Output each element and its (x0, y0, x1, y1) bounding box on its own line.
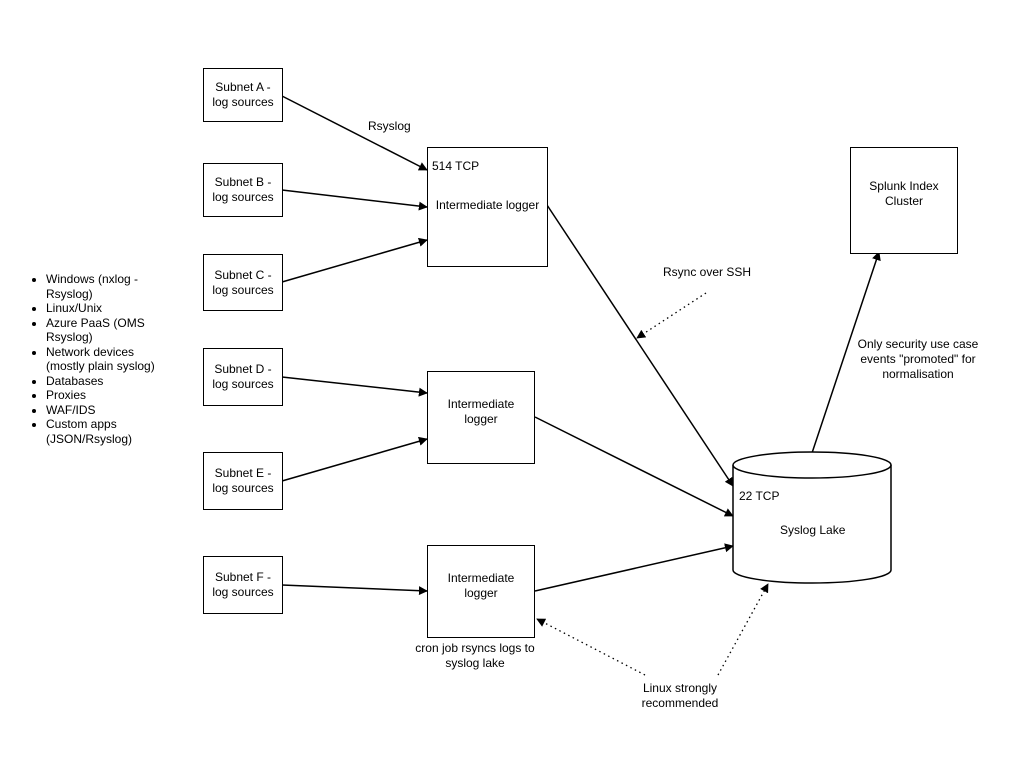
intermediate-logger-bottom-label-2: logger (464, 585, 498, 600)
list-item-line: Databases (46, 373, 104, 388)
subnet-e-label-1: Subnet E - (214, 466, 272, 480)
port-22-tcp-label: 22 TCP (739, 489, 780, 503)
note-cron-job: cron job rsyncs logs to syslog lake (410, 641, 540, 671)
subnet-c-box: Subnet C -log sources (203, 254, 283, 311)
subnet-f-label-1: Subnet F - (214, 570, 272, 584)
subnet-c-label-2: log sources (212, 282, 274, 297)
list-item: Custom apps(JSON/Rsyslog) (46, 417, 176, 446)
edge-subnet-c-to-logger (281, 237, 428, 283)
list-item: Databases (46, 374, 176, 389)
list-item-line: (JSON/Rsyslog) (46, 431, 133, 446)
edge-label-rsync-over-ssh: Rsync over SSH (663, 265, 752, 279)
list-item-line: Azure PaaS (OMS (46, 315, 145, 330)
list-item-line: Rsyslog) (46, 330, 93, 344)
list-item-line: Custom apps (46, 417, 117, 431)
splunk-label-2: Cluster (884, 193, 923, 208)
subnet-f-label-2: log sources (212, 585, 274, 599)
promoted-line-3: normalisation (882, 367, 954, 381)
edge-label-promoted: Only security use case events "promoted"… (852, 337, 984, 382)
edge-middle-logger-to-lake (534, 416, 734, 517)
subnet-e-box: Subnet E -log sources (203, 452, 283, 510)
log-source-types-list: Windows (nxlog -Rsyslog) Linux/Unix Azur… (30, 272, 176, 446)
subnet-a-label-1: Subnet A - (215, 80, 271, 94)
list-item: WAF/IDS (46, 403, 176, 418)
edge-subnet-a-to-logger (281, 95, 428, 171)
cron-line-1: cron job rsyncs logs to (415, 641, 535, 655)
edge-subnet-e-to-logger (281, 436, 428, 482)
note-linux-to-lake-pointer (717, 583, 769, 676)
subnet-d-label-2: log sources (212, 377, 274, 391)
note-linux-to-logger-pointer (536, 618, 646, 676)
list-item-line: WAF/IDS (46, 402, 96, 417)
subnet-c-label-1: Subnet C - (214, 267, 272, 282)
splunk-label-1: Splunk Index (869, 178, 939, 193)
syslog-lake-cylinder (732, 451, 892, 584)
subnet-a-box: Subnet A -log sources (203, 68, 283, 122)
intermediate-logger-middle-label-2: logger (464, 411, 498, 426)
port-514-tcp-label: 514 TCP (432, 159, 480, 173)
subnet-b-label-1: Subnet B - (214, 175, 272, 189)
list-item: Windows (nxlog -Rsyslog) (46, 272, 176, 301)
note-rsync-pointer (636, 292, 707, 339)
linux-line-1: Linux strongly (642, 681, 718, 695)
intermediate-logger-top-label: Intermediate logger (435, 197, 540, 212)
note-linux-recommended: Linux strongly recommended (625, 681, 735, 711)
list-item-line: Network devices (46, 344, 135, 359)
list-item-line: Linux/Unix (46, 301, 103, 315)
subnet-d-label-1: Subnet D - (214, 362, 272, 376)
edge-top-logger-to-lake (546, 204, 734, 487)
subnet-a-label-2: log sources (212, 95, 274, 109)
intermediate-logger-bottom-label-1: Intermediate (447, 570, 515, 585)
linux-line-2: recommended (641, 696, 719, 710)
edge-subnet-f-to-logger (281, 584, 428, 596)
list-item-line: Proxies (46, 388, 87, 402)
syslog-lake-label: Syslog Lake (780, 523, 846, 537)
edge-subnet-d-to-logger (281, 376, 428, 397)
promoted-line-1: Only security use case (857, 337, 979, 351)
edge-lake-to-splunk (811, 251, 881, 454)
subnet-e-label-2: log sources (212, 481, 274, 495)
cron-line-2: syslog lake (445, 656, 505, 670)
list-item: Proxies (46, 388, 176, 403)
list-item: Network devices(mostly plain syslog) (46, 345, 176, 374)
subnet-f-box: Subnet F -log sources (203, 556, 283, 614)
edge-label-rsyslog: Rsyslog (368, 119, 411, 133)
promoted-line-2: events "promoted" for (860, 352, 976, 366)
subnet-b-label-2: log sources (212, 190, 274, 204)
list-item-line: (mostly plain syslog) (46, 359, 155, 373)
list-item-line: Rsyslog) (46, 286, 93, 301)
subnet-d-box: Subnet D -log sources (203, 348, 283, 406)
list-item: Linux/Unix (46, 301, 176, 316)
list-item-line: Windows (nxlog - (46, 272, 139, 286)
edge-bottom-logger-to-lake (534, 543, 734, 592)
subnet-b-box: Subnet B -log sources (203, 163, 283, 217)
edge-subnet-b-to-logger (281, 189, 428, 211)
intermediate-logger-middle-label-1: Intermediate (447, 396, 515, 411)
intermediate-logger-top-box: Intermediate logger (427, 147, 548, 267)
